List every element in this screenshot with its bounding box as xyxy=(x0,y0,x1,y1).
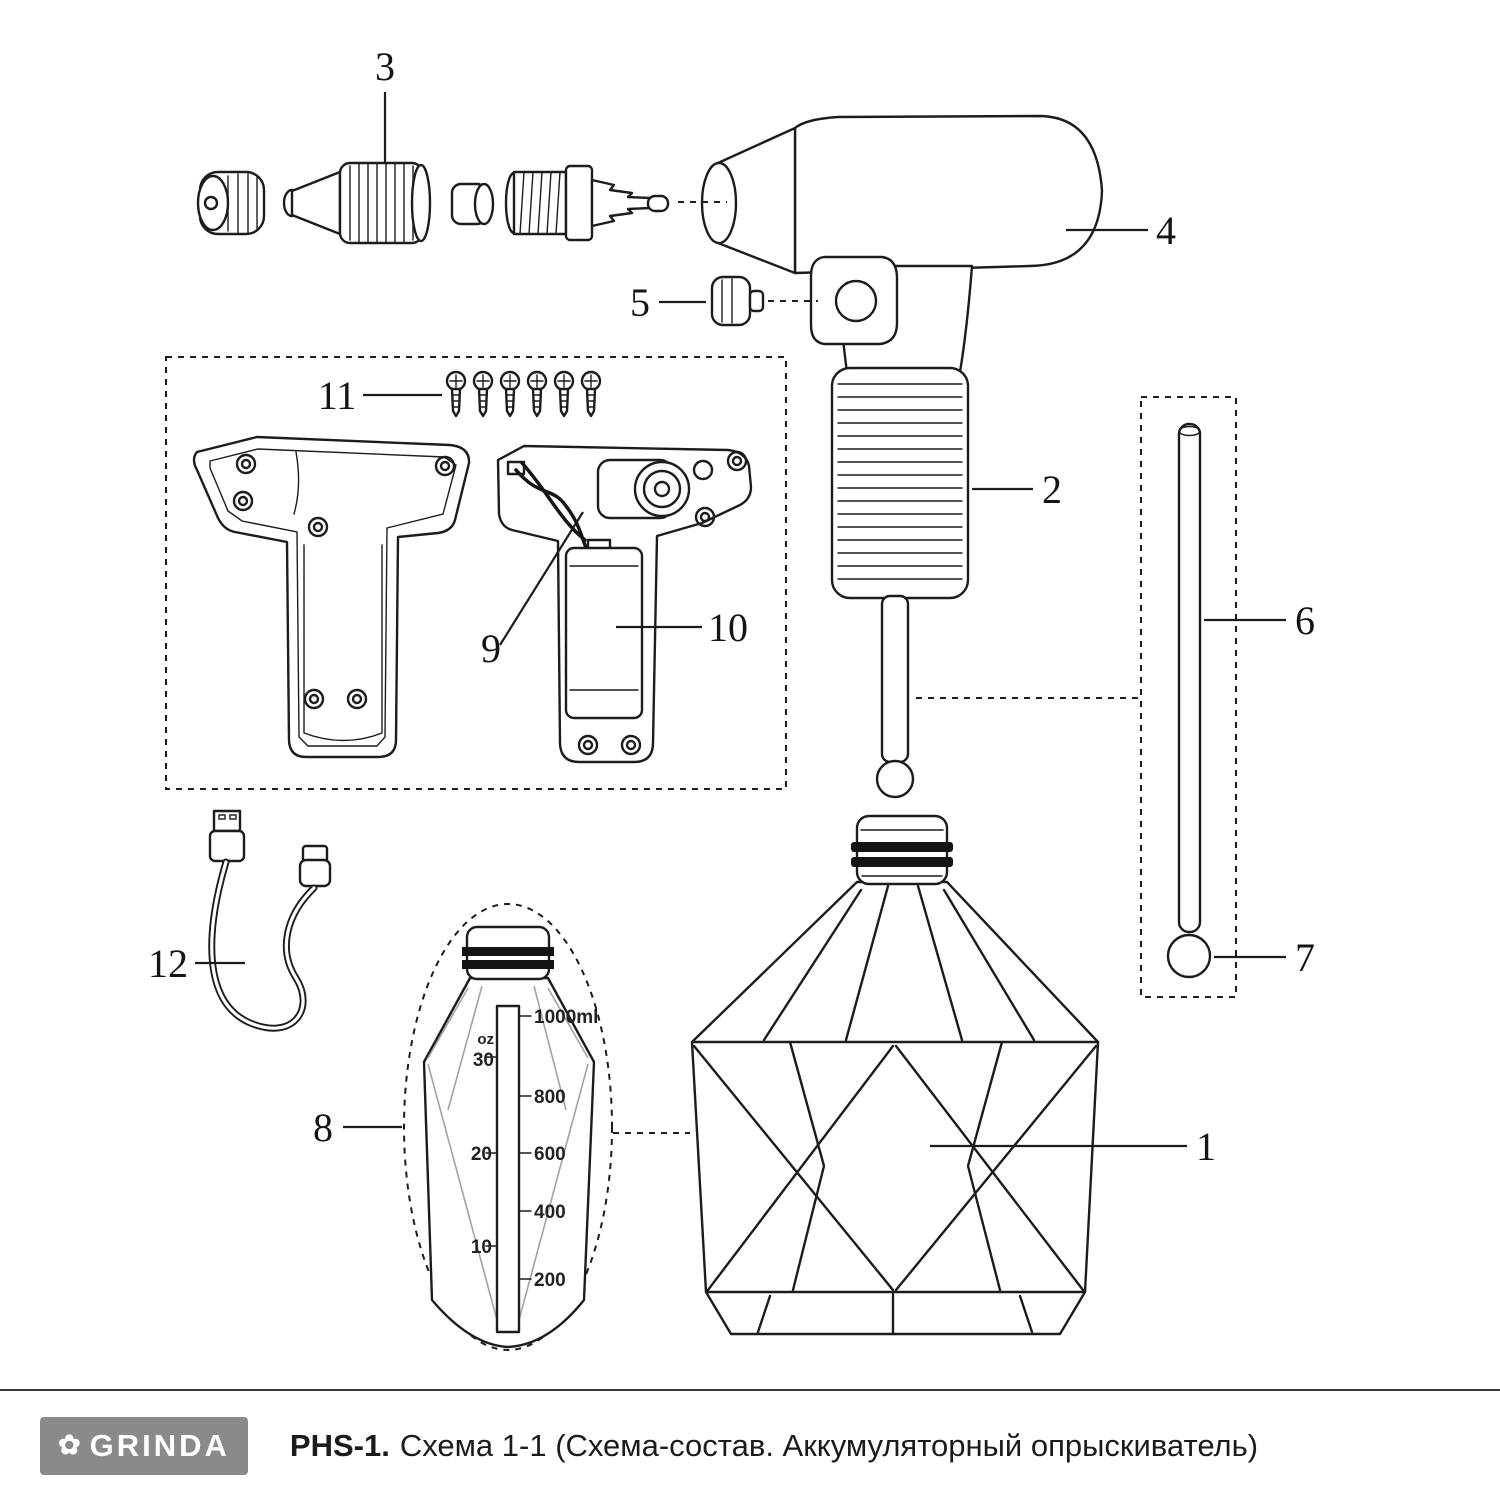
part-8-measure-bottle: 1000ml 800 600 400 200 oz 30 20 10 xyxy=(403,903,613,1351)
part-11-screws xyxy=(445,370,602,418)
footer-divider xyxy=(0,1389,1500,1391)
part-number-9: 9 xyxy=(481,626,501,671)
part-number-6: 6 xyxy=(1295,598,1315,643)
brand-name: GRINDA xyxy=(89,1427,230,1463)
part-1-tank xyxy=(690,814,1100,1336)
scale-1000ml: 1000ml xyxy=(534,1007,598,1028)
scale-oz: oz xyxy=(477,1031,494,1048)
scale-oz-10: 10 xyxy=(471,1237,492,1258)
leader-lines xyxy=(195,92,1286,1148)
part-10-right-shell xyxy=(496,444,753,764)
brand-logo: ✿ GRINDA xyxy=(40,1416,248,1475)
measure-strip xyxy=(495,1004,521,1334)
part-number-12: 12 xyxy=(148,941,188,986)
scale-200: 200 xyxy=(534,1270,566,1291)
exploded-parts-diagram: 1000ml 800 600 400 200 oz 30 20 10 xyxy=(148,44,1315,1351)
part-9-left-shell xyxy=(192,435,471,759)
part-number-10: 10 xyxy=(708,605,748,650)
part-6-suction-tube xyxy=(1140,396,1237,998)
pump-tube xyxy=(875,594,915,799)
part-number-1: 1 xyxy=(1196,1124,1216,1169)
part-number-3: 3 xyxy=(375,44,395,89)
leader-9 xyxy=(499,511,584,646)
usb-a-plug xyxy=(212,809,242,833)
screw xyxy=(580,370,602,418)
scale-600: 600 xyxy=(534,1144,566,1165)
part-number-8: 8 xyxy=(313,1105,333,1150)
part-2-grip xyxy=(830,366,970,600)
part-3-nozzle-assembly xyxy=(196,161,670,245)
scale-oz-20: 20 xyxy=(471,1144,492,1165)
flower-icon: ✿ xyxy=(58,1430,81,1460)
part-4-motor-head xyxy=(700,114,1104,374)
screw xyxy=(445,370,467,418)
model-code: PHS-1. xyxy=(289,1427,390,1463)
part-7-filter-ball xyxy=(1166,933,1212,979)
part-12-usb-cable xyxy=(208,809,332,1032)
part-number-5: 5 xyxy=(630,280,650,325)
diagram-caption: PHS-1.Схема 1-1 (Схема-состав. Аккумулят… xyxy=(290,1428,1258,1464)
scale-oz-30: 30 xyxy=(473,1050,494,1071)
housing-box xyxy=(165,356,787,790)
screw xyxy=(526,370,548,418)
part-number-2: 2 xyxy=(1042,467,1062,512)
tube-ball xyxy=(875,759,915,799)
scale-400: 400 xyxy=(534,1202,566,1223)
part-numbers: 3 4 5 2 11 9 10 6 7 1 8 12 xyxy=(148,44,1315,1169)
screw xyxy=(472,370,494,418)
battery xyxy=(564,546,644,720)
part-5-button xyxy=(710,275,765,327)
part-number-4: 4 xyxy=(1156,208,1176,253)
caption-text: Схема 1-1 (Схема-состав. Аккумуляторный … xyxy=(399,1427,1259,1463)
part-number-7: 7 xyxy=(1295,935,1315,980)
alignment-lines xyxy=(613,201,1140,1134)
screw xyxy=(499,370,521,418)
scale-800: 800 xyxy=(534,1087,566,1108)
nozzle-cap-hole xyxy=(203,195,219,211)
part-number-11: 11 xyxy=(318,373,357,418)
footer: ✿ GRINDA PHS-1.Схема 1-1 (Схема-состав. … xyxy=(0,1391,1500,1500)
screw xyxy=(553,370,575,418)
